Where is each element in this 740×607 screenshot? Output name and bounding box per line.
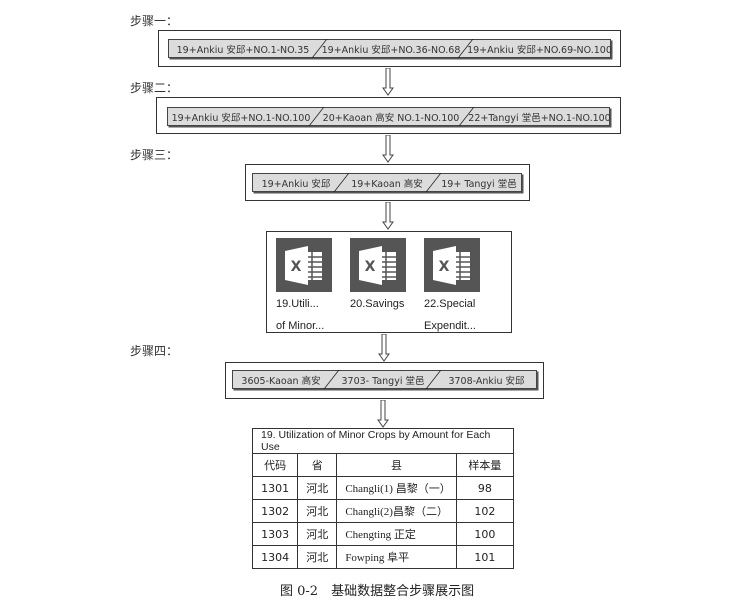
code-cell: 1302 [251,499,299,523]
step-4-label: 步骤四： [130,344,179,358]
down-arrow-icon [382,135,394,163]
down-arrow-icon [378,334,390,362]
file-name-line2: of Minor... [276,320,325,332]
table-row: 1301 河北 Changli(1) 昌黎（一） 98 [251,476,515,500]
file-name-line2: Expendit... [424,320,476,332]
step-4-segment-bar: 3605-Kaoan 高安 3703- Tangyi 堂邑 3708-Ankiu… [232,370,537,389]
code-cell: 1303 [251,522,299,546]
excel-file[interactable]: X 20.Savings [350,238,406,317]
step-4-segment: 3708-Ankiu 安邱 [448,375,525,387]
sample-table: 19. Utilization of Minor Crops by Amount… [251,428,515,569]
table-header-row: 代码 省 县 样本量 [251,453,515,477]
step-3-segment-bar: 19+Ankiu 安邱 19+Kaoan 高安 19+ Tangyi 堂邑 [252,173,522,192]
step-4-segment: 3605-Kaoan 高安 [241,375,321,387]
column-header: 代码 [251,453,299,477]
down-arrow-icon [382,202,394,230]
step-1-segment: 19+Ankiu 安邱+NO.1-NO.35 [176,44,310,56]
step-4-box: 3605-Kaoan 高安 3703- Tangyi 堂邑 3708-Ankiu… [225,362,544,399]
province-cell: 河北 [297,476,338,500]
step-1-segment-bar: 19+Ankiu 安邱+NO.1-NO.35 19+Ankiu 安邱+NO.36… [168,39,612,58]
svg-text:X: X [439,259,450,275]
step-1-segment: 19+Ankiu 安邱+NO.36-NO.68 [321,44,461,56]
step-3-label: 步骤三： [130,148,179,162]
sample-size-cell: 100 [455,522,515,546]
step-2-label: 步骤二： [130,81,179,95]
step-1-label: 步骤一： [130,14,179,28]
step-3-segment: 19+Ankiu 安邱 [261,178,331,190]
province-cell: 河北 [297,499,338,523]
svg-text:X: X [291,259,302,275]
county-cell: Fowping 阜平 [336,545,457,569]
figure-caption: 图 0-2 基础数据整合步骤展示图 [280,584,475,599]
excel-file[interactable]: X 19.Utili... of Minor... [276,238,332,336]
file-name-line1: 20.Savings [350,298,405,310]
table-title: 19. Utilization of Minor Crops by Amount… [252,428,514,454]
county-cell: Changli(2)昌黎（二） [336,499,457,523]
down-arrow-icon [377,400,389,428]
county-cell: Chengting 正定 [336,522,457,546]
step-3-segment: 19+ Tangyi 堂邑 [441,178,517,190]
file-name-line1: 22.Special [424,298,476,310]
code-cell: 1301 [251,476,299,500]
down-arrow-icon [382,68,394,96]
svg-text:X: X [365,259,376,275]
sample-size-cell: 102 [455,499,515,523]
step-2-segment: 22+Tangyi 堂邑+NO.1-NO.100 [468,112,611,124]
step-1-box: 19+Ankiu 安邱+NO.1-NO.35 19+Ankiu 安邱+NO.36… [158,30,621,67]
excel-file-icon: X [350,238,406,292]
sample-size-cell: 98 [455,476,515,500]
step-4-segment: 3703- Tangyi 堂邑 [341,375,425,387]
county-cell: Changli(1) 昌黎（一） [336,476,457,500]
files-box: X 19.Utili... of Minor... X 20.Savings [266,231,512,333]
step-2-box: 19+Ankiu 安邱+NO.1-NO.100 20+Kaoan 高安 NO.1… [156,97,621,134]
province-cell: 河北 [297,545,338,569]
table-title-row: 19. Utilization of Minor Crops by Amount… [252,428,514,454]
step-2-segment: 20+Kaoan 高安 NO.1-NO.100 [322,112,460,124]
excel-file-icon: X [424,238,480,292]
step-1-segment: 19+Ankiu 安邱+NO.69-NO.100 [467,44,612,56]
column-header: 样本量 [455,453,515,477]
step-3-box: 19+Ankiu 安邱 19+Kaoan 高安 19+ Tangyi 堂邑 [245,164,530,201]
step-2-segment: 19+Ankiu 安邱+NO.1-NO.100 [171,112,311,124]
province-cell: 河北 [297,522,338,546]
column-header: 县 [336,453,457,477]
table-row: 1302 河北 Changli(2)昌黎（二） 102 [251,499,515,523]
step-3-segment: 19+Kaoan 高安 [351,178,423,190]
table-row: 1303 河北 Chengting 正定 100 [251,522,515,546]
table-row: 1304 河北 Fowping 阜平 101 [251,545,515,569]
step-2-segment-bar: 19+Ankiu 安邱+NO.1-NO.100 20+Kaoan 高安 NO.1… [167,107,611,126]
code-cell: 1304 [251,545,299,569]
excel-file-icon: X [276,238,332,292]
excel-file[interactable]: X 22.Special Expendit... [424,238,480,336]
sample-size-cell: 101 [455,545,515,569]
file-name-line1: 19.Utili... [276,298,319,310]
column-header: 省 [297,453,338,477]
